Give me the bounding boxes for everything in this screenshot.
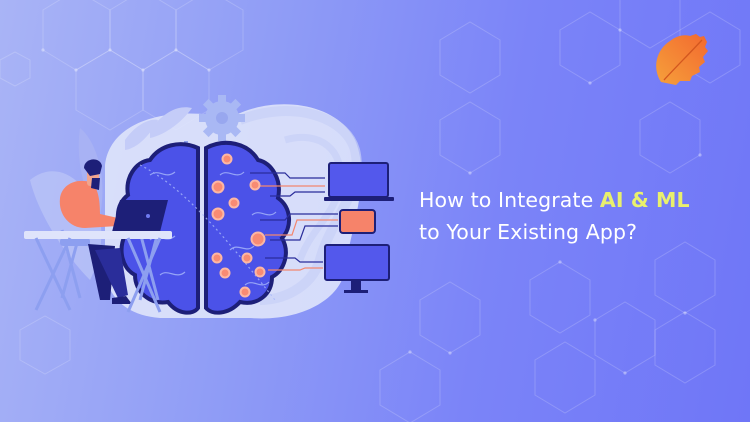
headline-prefix: How to Integrate [419, 188, 600, 212]
brain-graphic [115, 140, 338, 315]
headline: How to Integrate AI & ML to Your Existin… [419, 184, 690, 248]
desktop-monitor-device [324, 244, 390, 293]
person-at-desk [24, 159, 172, 313]
tablet-device [339, 209, 376, 234]
headline-highlight: AI & ML [599, 188, 690, 212]
headline-line-2: to Your Existing App? [419, 220, 638, 244]
headline-line-1: How to Integrate AI & ML [419, 184, 690, 216]
laptop-device [324, 162, 394, 201]
